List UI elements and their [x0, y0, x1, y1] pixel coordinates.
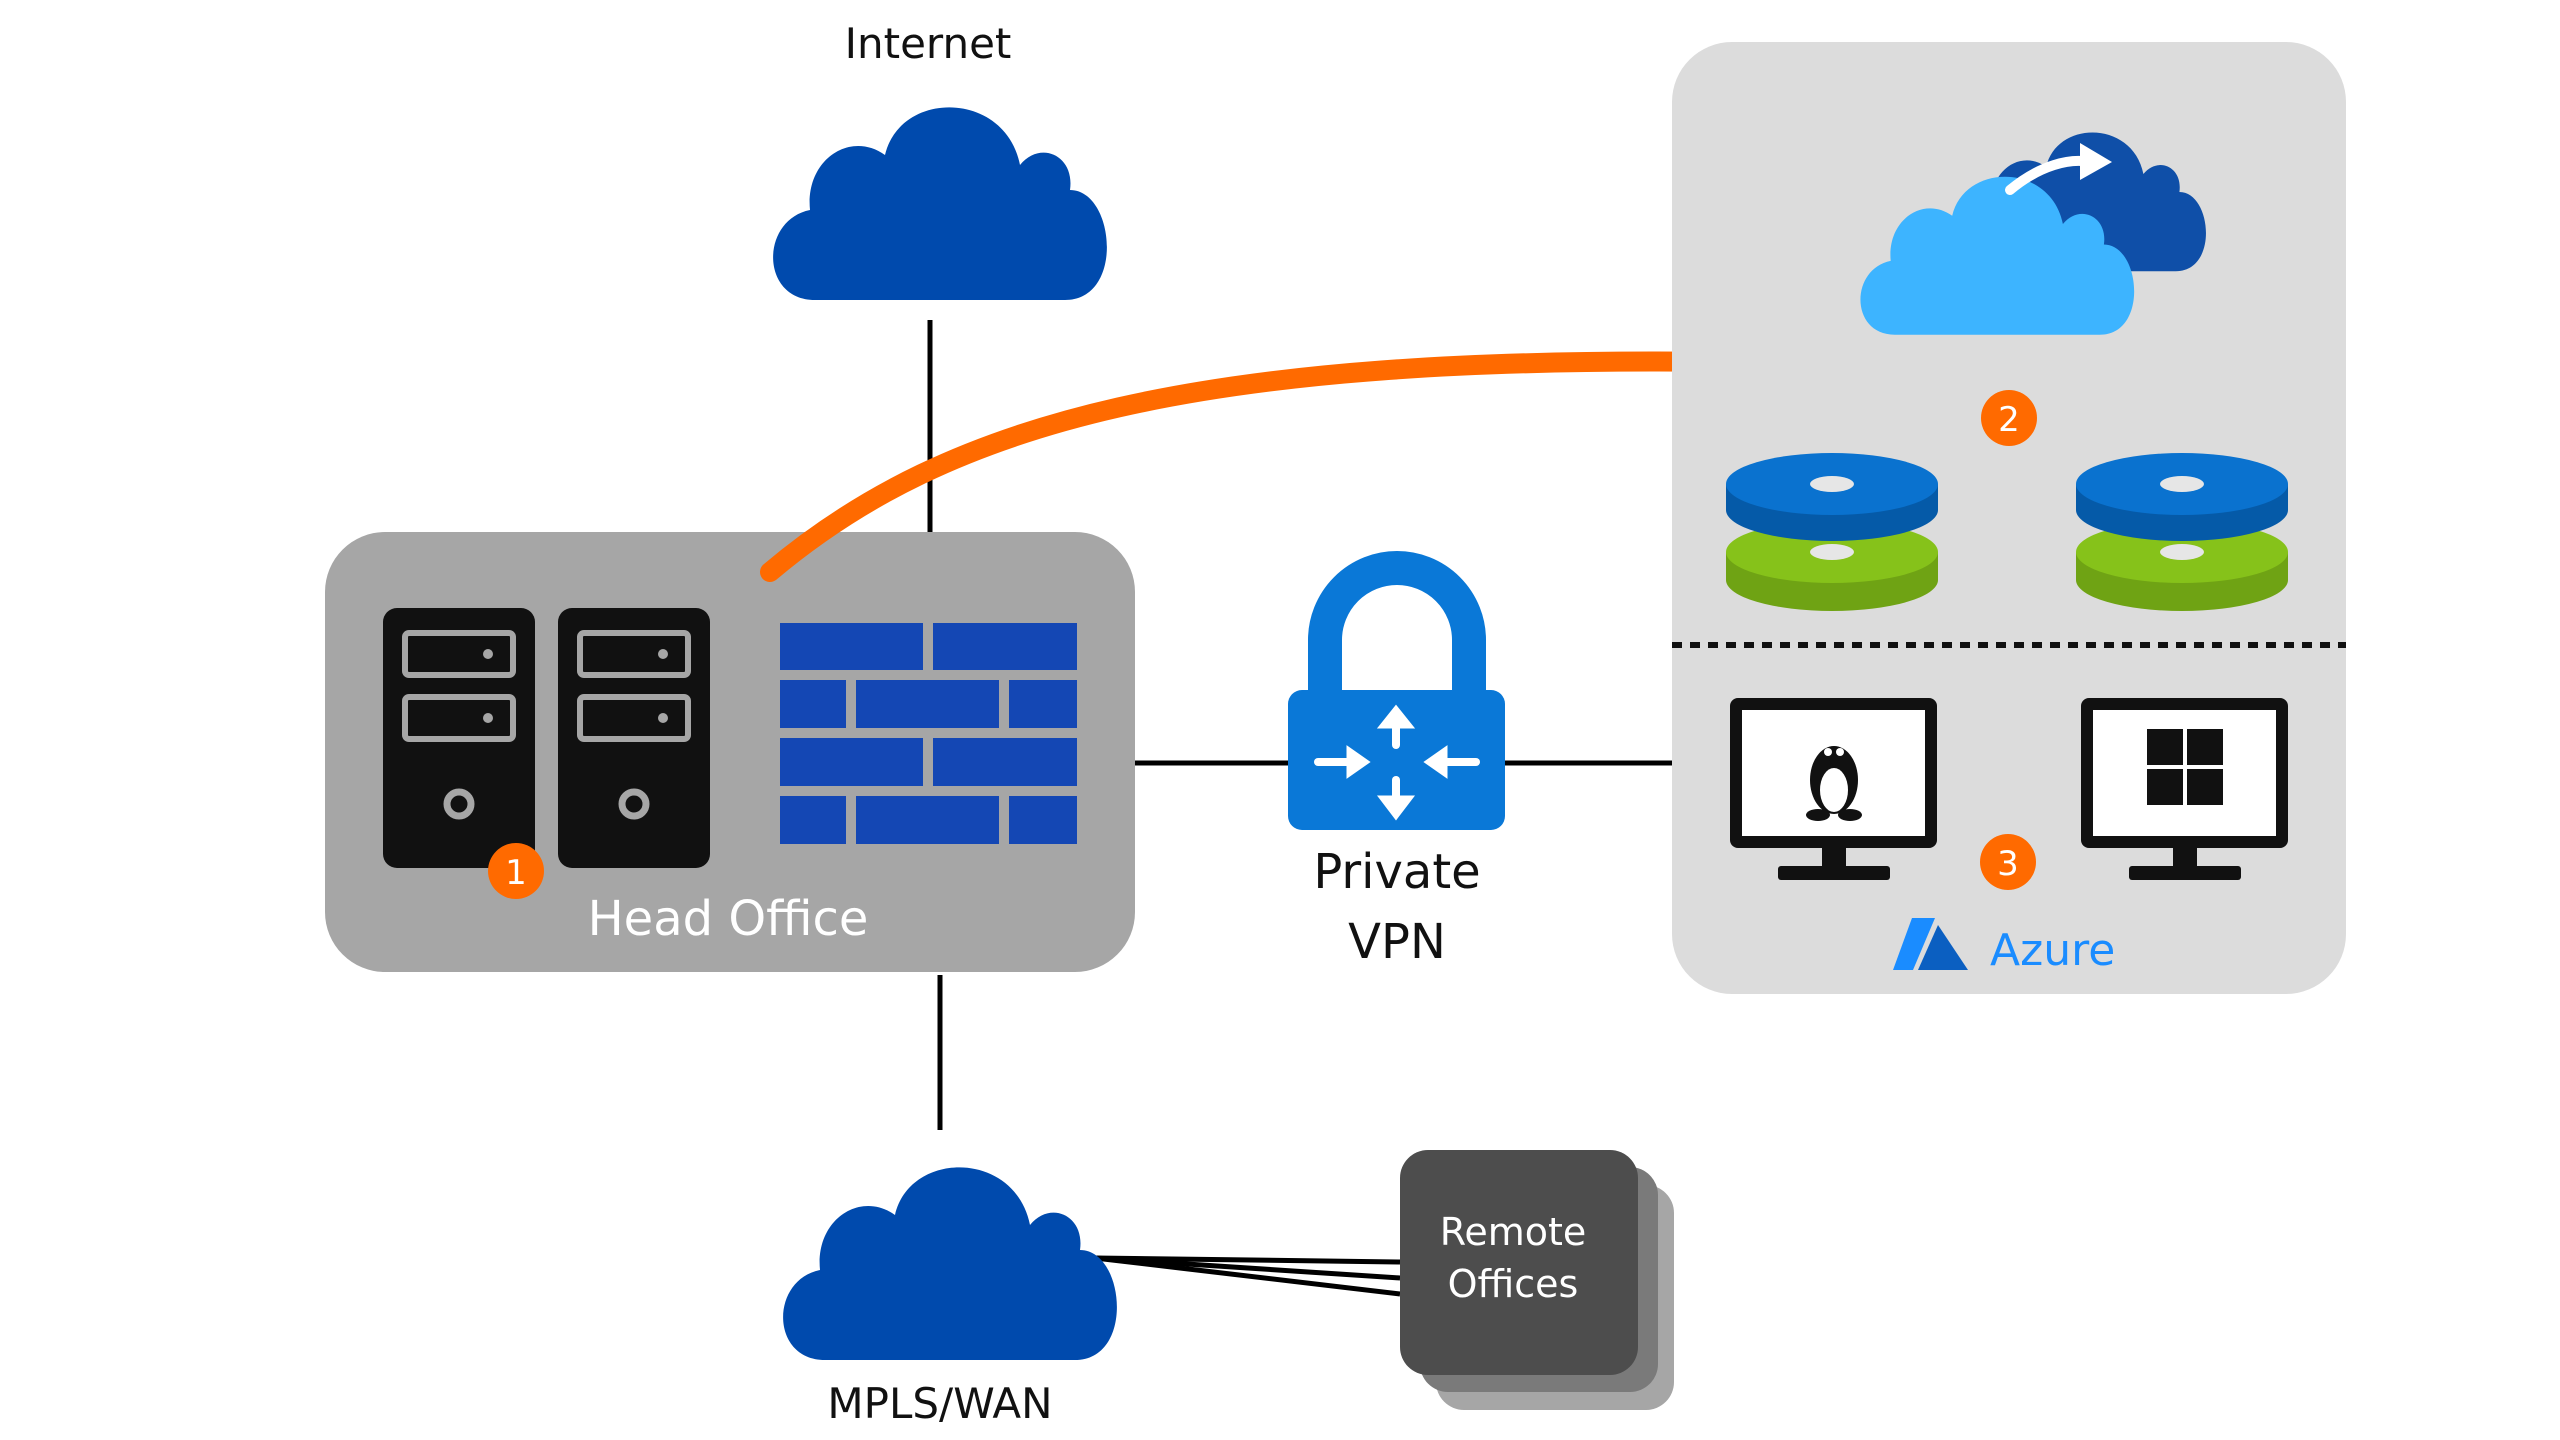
remote-office-card-front [1400, 1150, 1638, 1375]
step-badge-2: 2 [1981, 390, 2037, 446]
connector-lines [927, 320, 1675, 1297]
internet-label: Internet [845, 19, 1012, 68]
azure-panel: 2 [1672, 42, 2346, 994]
linux-logo-icon [1806, 746, 1862, 821]
vpn-label-line1: Private [1313, 844, 1480, 900]
head-office-label: Head Office [588, 891, 869, 947]
cloud-sync-icon [1860, 132, 2206, 335]
head-office: 1 Head Office [325, 532, 1135, 972]
windows-monitor-icon [2081, 698, 2288, 880]
line-mpls-to-remote-1 [1094, 1255, 1401, 1265]
firewall-icon [780, 623, 1077, 844]
server-icon [383, 608, 535, 868]
windows-logo-icon [2147, 729, 2223, 805]
disk-stack-icon [2076, 453, 2288, 611]
vpn-lock-icon [1288, 551, 1505, 830]
private-vpn: Private VPN [1288, 551, 1505, 970]
mpls-wan-label: MPLS/WAN [827, 1379, 1052, 1428]
step-number: 2 [1998, 400, 2020, 440]
cloud-icon [783, 1167, 1117, 1360]
remote-offices-line1: Remote [1440, 1210, 1587, 1254]
step-badge-1: 1 [488, 843, 544, 899]
remote-offices: Remote Offices [1400, 1150, 1674, 1410]
step-number: 1 [505, 853, 527, 893]
line-mpls-to-remote-3 [1094, 1255, 1401, 1297]
cloud-icon [773, 107, 1107, 300]
internet-node: Internet [773, 19, 1107, 300]
mpls-wan-node: MPLS/WAN [783, 1167, 1117, 1428]
linux-monitor-icon [1730, 698, 1937, 880]
line-mpls-to-remote-2 [1094, 1255, 1401, 1281]
server-icon [558, 608, 710, 868]
vpn-label-line2: VPN [1348, 914, 1446, 970]
disk-stack-icon [1726, 453, 1938, 611]
azure-label: Azure [1990, 925, 2115, 976]
remote-offices-line2: Offices [1448, 1262, 1579, 1306]
step-badge-3: 3 [1980, 834, 2036, 890]
step-number: 3 [1997, 844, 2019, 884]
azure-logo-icon [1893, 918, 1968, 970]
